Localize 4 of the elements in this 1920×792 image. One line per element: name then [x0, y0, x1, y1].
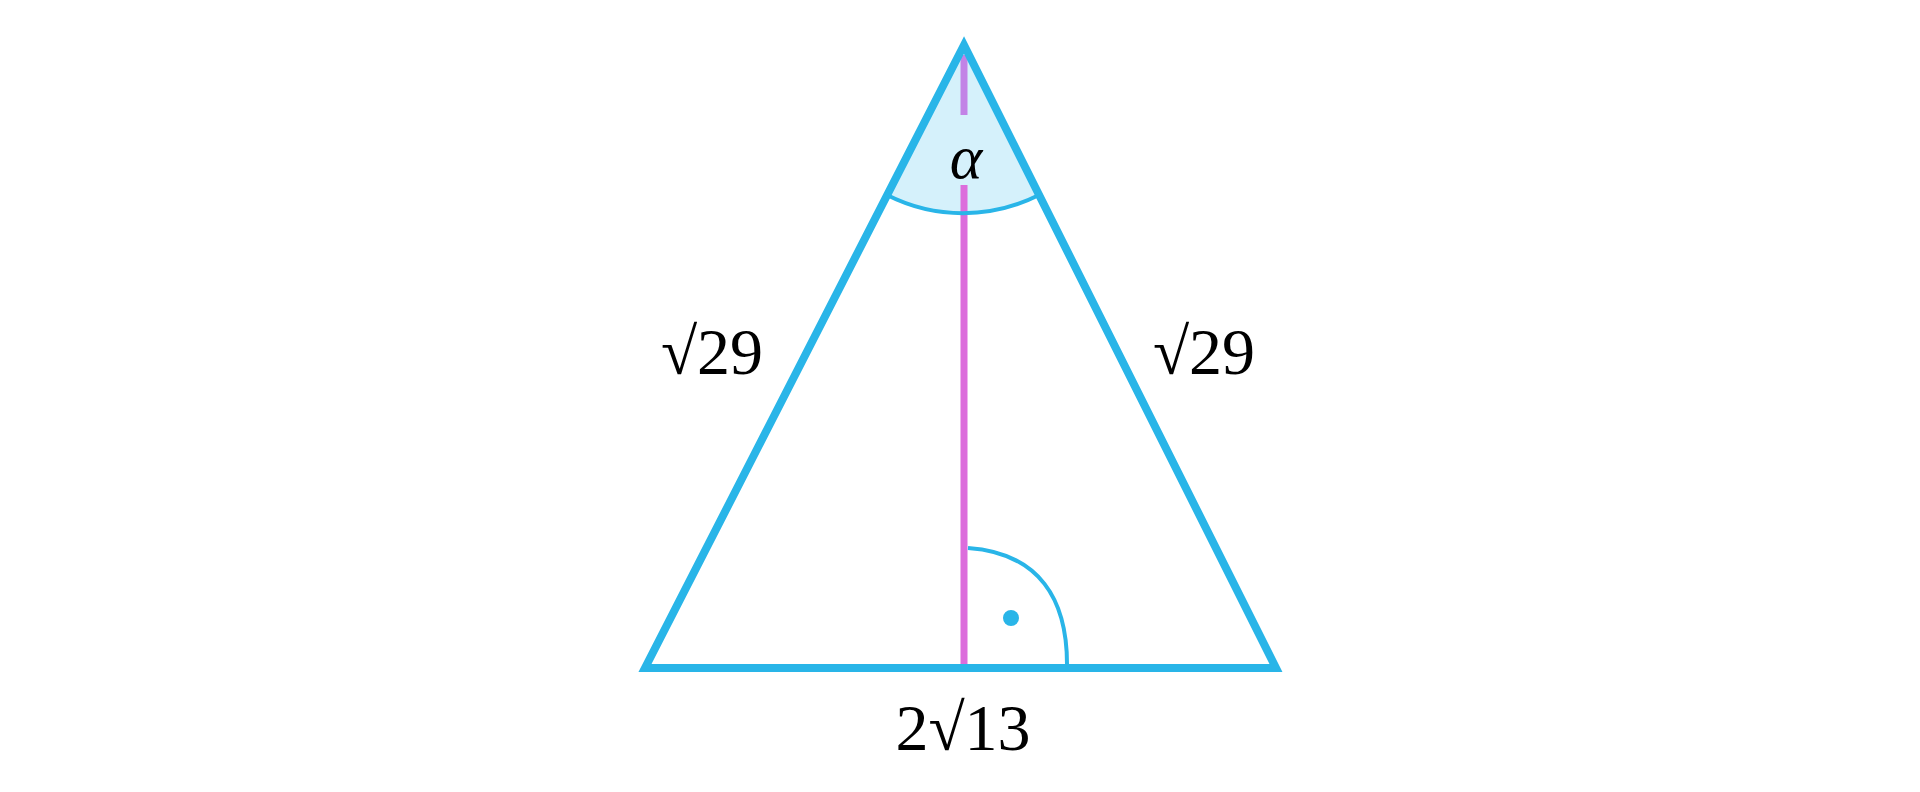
side-length-label: √29 — [1152, 319, 1256, 385]
side-length-label: √29 — [660, 319, 764, 385]
base-length-label: 2√13 — [895, 695, 1031, 761]
angle-label: α — [949, 126, 983, 188]
